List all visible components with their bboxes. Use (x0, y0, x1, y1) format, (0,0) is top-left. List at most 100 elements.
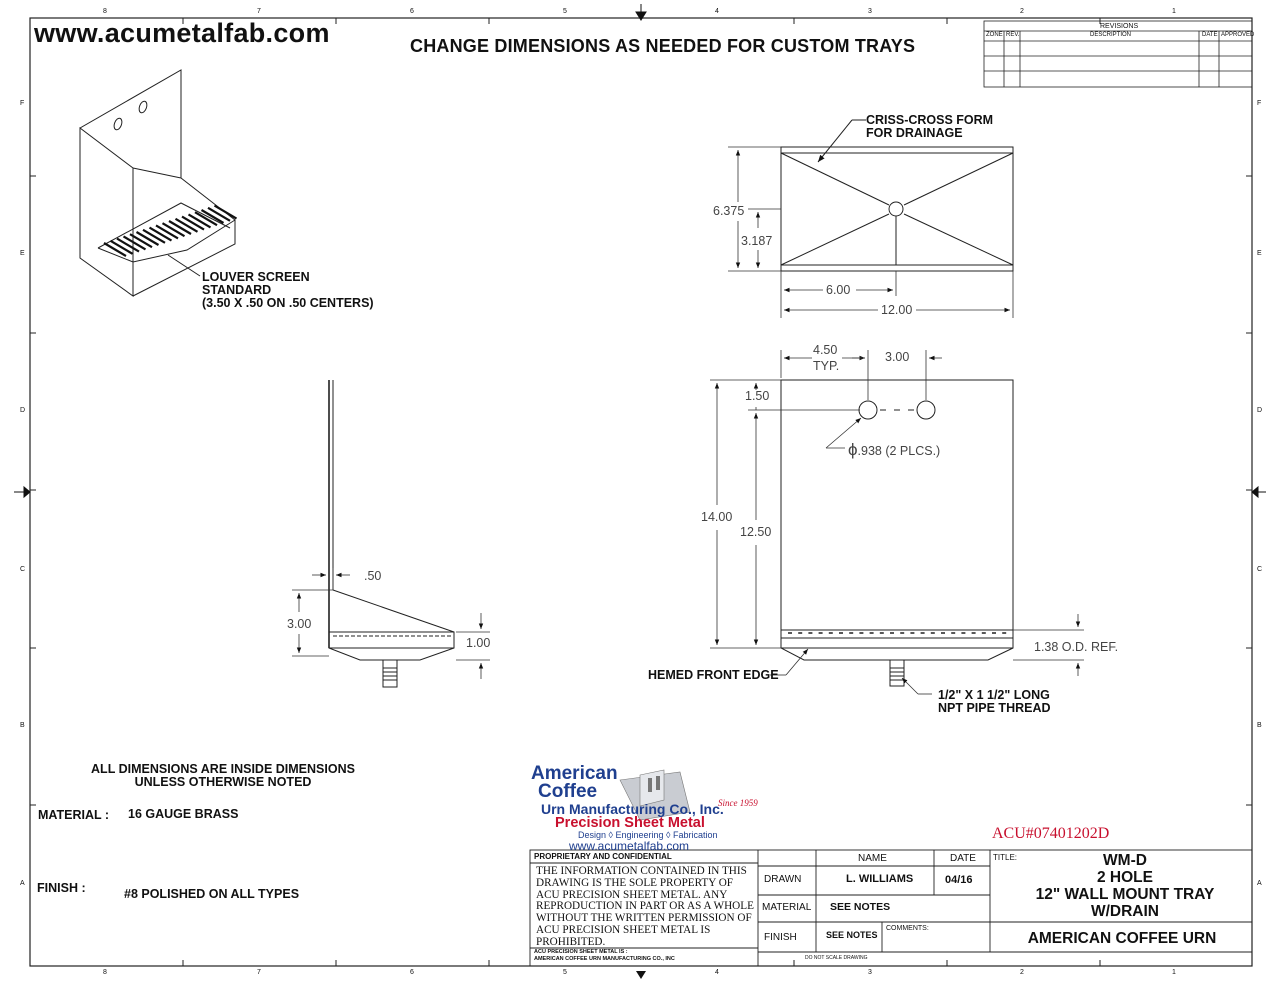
top-view-dimensions (728, 146, 1014, 318)
side-view-dimensions (292, 568, 490, 679)
revisions-table (983, 20, 1253, 88)
revisions-col-approved: APPROVED (1221, 32, 1255, 38)
dim-top-height: 6.375 (713, 204, 745, 218)
drawn-label: DRAWN (764, 874, 802, 885)
website-url[interactable]: www.acumetalfab.com (34, 18, 330, 48)
front-view (780, 379, 1014, 687)
page-title: CHANGE DIMENSIONS AS NEEDED FOR CUSTOM T… (410, 36, 916, 56)
louver-slot (213, 204, 238, 220)
revisions-col-zone: ZONE (986, 32, 1003, 38)
zone-label-bottom: 7 (257, 969, 261, 976)
comments-label: COMMENTS: (886, 925, 929, 932)
logo-since: Since 1959 (718, 798, 758, 808)
zone-label-top: 5 (563, 8, 567, 15)
louver-slot (142, 228, 166, 244)
company-logo: American Coffee Urn Manufacturing Co., I… (531, 763, 724, 817)
zone-label-right: B (1257, 722, 1262, 729)
finish-value: #8 POLISHED ON ALL TYPES (124, 887, 300, 901)
louver-slot (207, 206, 231, 222)
revisions-col-description: DESCRIPTION (1090, 32, 1132, 38)
dim-overall-height: 14.00 (701, 510, 733, 524)
revisions-title: REVISIONS (1100, 23, 1139, 30)
louver-slot (116, 237, 140, 253)
louver-slot (122, 235, 147, 251)
zone-label-top: 6 (410, 8, 414, 15)
dim-hole-from-top: 1.50 (745, 389, 770, 403)
zone-label-bottom: 5 (563, 969, 567, 976)
hemmed-edge-callout: HEMED FRONT EDGE (648, 668, 779, 682)
title-block-footer: ACU PRECISION SHEET METAL IS : AMERICAN … (534, 949, 675, 962)
louver-slot (148, 226, 173, 242)
zone-label-right: D (1257, 407, 1263, 414)
louver-slot (181, 215, 205, 231)
louver-slot (168, 220, 192, 235)
zone-label-bottom: 3 (868, 969, 872, 976)
hole-diameter-callout: ϕ.938 (2 PLCS.) (848, 440, 941, 459)
louver-slot (200, 209, 225, 224)
logo-tagline: Precision Sheet Metal (555, 815, 705, 831)
material-label: MATERIAL : (38, 808, 110, 822)
proprietary-text: THE INFORMATION CONTAINED IN THIS DRAWIN… (536, 865, 754, 948)
revisions-col-rev: REV. (1006, 32, 1020, 38)
material-tb-value: SEE NOTES (830, 901, 891, 913)
logo-url[interactable]: www.acumetalfab.com (569, 839, 690, 853)
material-tb-label: MATERIAL (762, 902, 812, 913)
zone-label-top: 1 (1172, 8, 1176, 15)
zone-label-left: E (20, 250, 25, 257)
logo-graphic (619, 769, 691, 821)
dim-top-half-height: 3.187 (741, 234, 773, 248)
zone-label-left: B (20, 722, 25, 729)
zone-label-top: 7 (257, 8, 261, 15)
dim-side-offset: .50 (364, 569, 382, 583)
louver-slot (194, 211, 218, 227)
proprietary-heading: PROPRIETARY AND CONFIDENTIAL (534, 852, 672, 861)
zone-label-right: E (1257, 250, 1262, 257)
name-header: NAME (858, 853, 887, 864)
dim-hole-offset: 4.50 (813, 343, 838, 357)
louver-slot (161, 222, 186, 238)
top-view (780, 119, 1014, 272)
zone-label-bottom: 2 (1020, 969, 1024, 976)
louver-slot (129, 233, 153, 249)
inside-dimensions-note: ALL DIMENSIONS ARE INSIDE DIMENSIONS UNL… (91, 762, 355, 789)
logo-services: Design ◊ Engineering ◊ Fabrication (578, 830, 718, 840)
title-block (529, 849, 1253, 967)
zone-label-bottom: 8 (103, 969, 107, 976)
drawing-title: WM-D 2 HOLE 12" WALL MOUNT TRAY W/DRAIN (1035, 852, 1215, 920)
louver-callout: LOUVER SCREEN STANDARD (3.50 X .50 ON .5… (202, 270, 374, 310)
dim-od-ref: 1.38 O.D. REF. (1034, 640, 1119, 654)
drawn-name: L. WILLIAMS (846, 873, 914, 885)
louver-slot (155, 224, 179, 240)
louver-slot (135, 231, 160, 246)
louver-slot (187, 213, 212, 229)
zone-label-bottom: 4 (715, 969, 719, 976)
finish-label: FINISH : (37, 881, 86, 895)
zone-label-top: 4 (715, 8, 719, 15)
side-view (328, 380, 455, 688)
zone-label-left: D (20, 407, 26, 414)
louver-slot (109, 239, 134, 255)
dim-hole-to-bottom: 12.50 (740, 525, 772, 539)
zone-label-right: C (1257, 566, 1263, 573)
part-number: ACU#07401202D (992, 825, 1110, 842)
louver-slot (103, 242, 127, 257)
isometric-tray-view (79, 69, 238, 297)
revisions-col-date: DATE (1202, 32, 1218, 38)
centering-arrows (14, 4, 1266, 979)
zone-label-left: C (20, 566, 26, 573)
zone-label-left: F (20, 100, 25, 107)
dim-side-height: 3.00 (287, 617, 312, 631)
no-scale-note: DO NOT SCALE DRAWING (805, 955, 868, 961)
dim-top-width: 12.00 (881, 303, 913, 317)
crisscross-callout: CRISS-CROSS FORM FOR DRAINAGE (866, 113, 994, 140)
front-view-dimensions (710, 350, 1084, 695)
zone-label-top: 2 (1020, 8, 1024, 15)
dim-hole-spacing: 3.00 (885, 350, 910, 364)
dim-hole-offset-typ: TYP. (813, 359, 840, 373)
dim-tray-depth: 1.00 (466, 636, 491, 650)
louver-slot (174, 217, 199, 233)
material-value: 16 GAUGE BRASS (128, 807, 239, 821)
zone-label-right: F (1257, 100, 1262, 107)
dim-top-half-width: 6.00 (826, 283, 851, 297)
finish-tb-value: SEE NOTES (826, 930, 878, 940)
